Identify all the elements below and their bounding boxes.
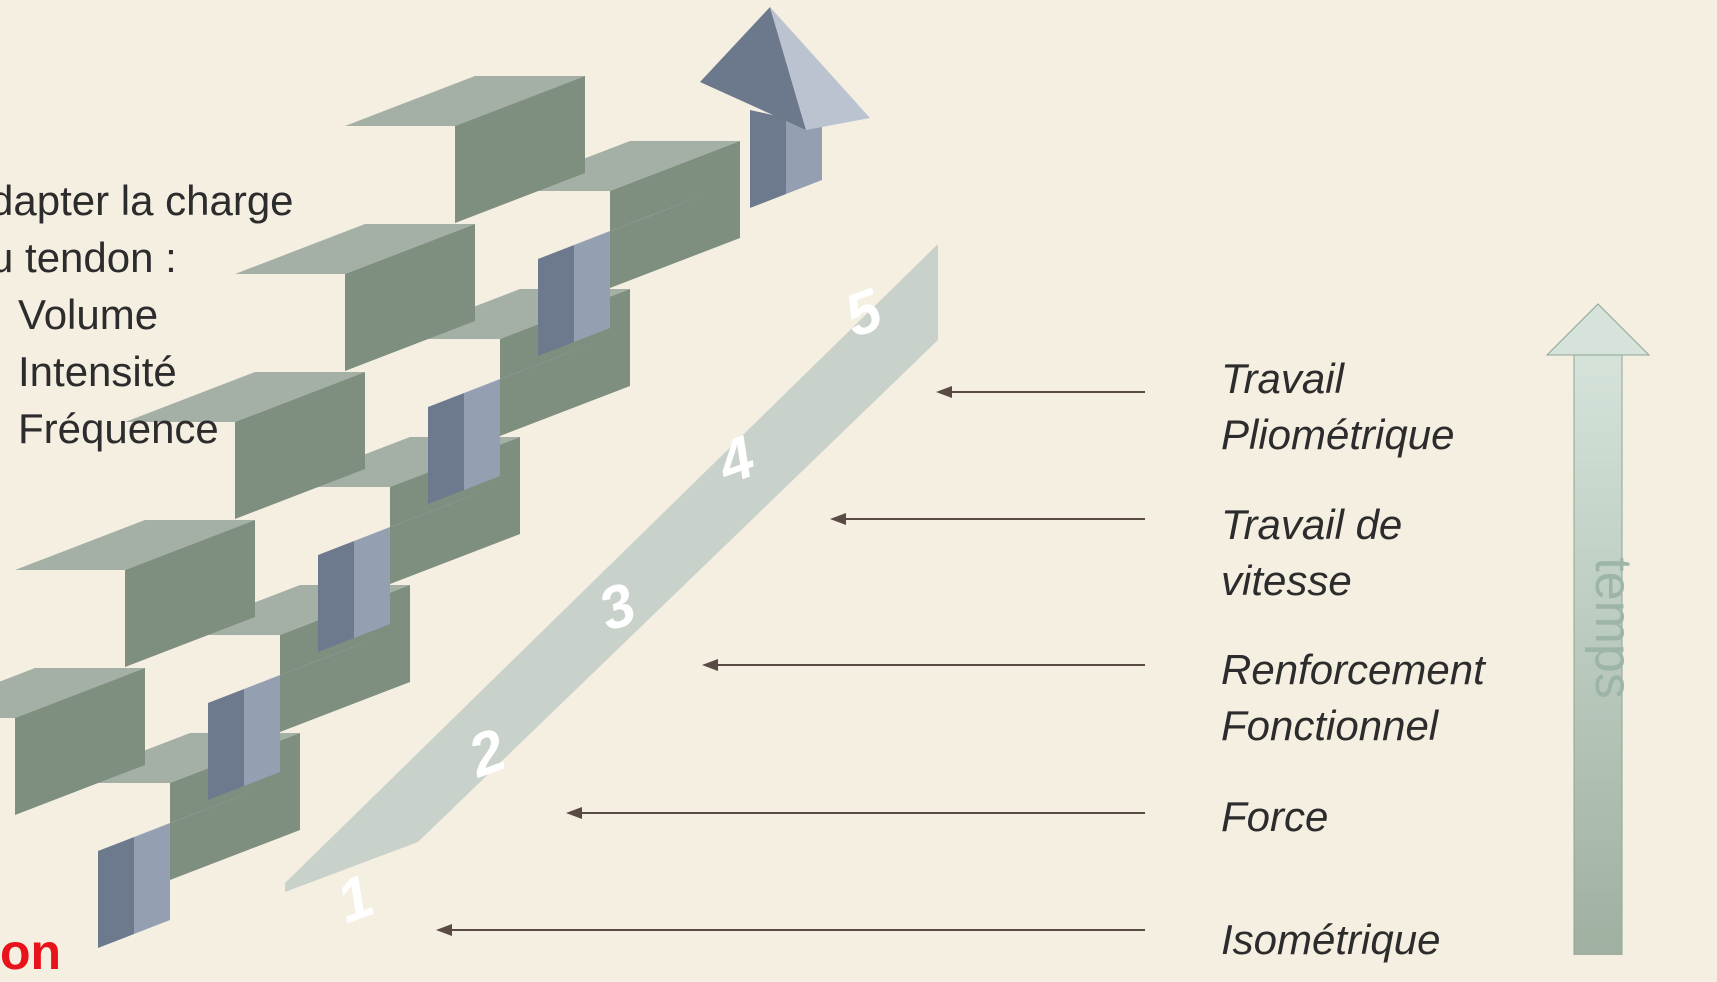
step-front — [610, 141, 740, 288]
path-riser-mid — [464, 379, 500, 490]
step-top — [235, 224, 475, 274]
intro-text: dapter la charge u tendon : Volume Inten… — [0, 172, 294, 457]
intro-item-frequence: Fréquence — [18, 405, 219, 452]
label-isometrique: Isométrique — [1221, 916, 1441, 963]
step-top — [345, 76, 585, 126]
step-number-1: 1 — [328, 862, 382, 936]
stair-steps — [0, 76, 740, 880]
time-arrow — [1545, 303, 1651, 955]
step-front — [345, 224, 475, 371]
temps-label: temps — [1584, 557, 1642, 699]
label-force: Force — [1221, 793, 1329, 840]
path-riser-dark — [538, 245, 574, 356]
intro-item-intensite: Intensité — [18, 348, 177, 395]
intro-line-2: u tendon : — [0, 234, 177, 281]
pointer-arrow — [436, 924, 1145, 936]
path-riser-mid — [354, 527, 390, 638]
step-front — [15, 668, 145, 815]
step-top — [125, 372, 365, 422]
path-tread — [98, 787, 264, 851]
pointer-arrows — [436, 386, 1145, 936]
step-top — [15, 520, 255, 570]
arrow-head-dark — [700, 7, 806, 130]
pointer-arrow — [566, 807, 1145, 819]
path-tread — [318, 491, 484, 555]
label-renforcement: Renforcement Fonctionnel — [1221, 646, 1485, 749]
intro-item-volume: Volume — [18, 291, 159, 338]
footer-word: on — [0, 924, 62, 980]
pointer-arrow — [830, 513, 1145, 525]
path-riser-dark — [318, 541, 354, 652]
path-riser-mid — [244, 675, 280, 786]
pointer-arrow — [702, 659, 1145, 671]
step-front — [455, 76, 585, 223]
path-riser-mid — [134, 823, 170, 934]
arrow-shaft-mid — [786, 118, 822, 194]
intro-line-1: dapter la charge — [0, 177, 294, 224]
path-riser-dark — [428, 393, 464, 504]
step-front — [125, 520, 255, 667]
path-tread — [428, 343, 594, 407]
path-riser-dark — [98, 837, 134, 948]
path-tread — [208, 639, 374, 703]
arrow-shaft-dark — [750, 110, 786, 208]
arrow-head-light — [770, 7, 870, 130]
path-tread — [538, 195, 704, 259]
stair-side-face — [285, 244, 938, 892]
ascending-path — [98, 7, 870, 948]
pointer-arrow — [936, 386, 1145, 398]
path-riser-dark — [208, 689, 244, 800]
step-front — [235, 372, 365, 519]
path-riser-mid — [574, 231, 610, 342]
step-top — [0, 668, 145, 718]
label-pliometrique: Travail Pliométrique — [1221, 355, 1455, 458]
label-vitesse: Travail de vitesse — [1221, 501, 1403, 604]
